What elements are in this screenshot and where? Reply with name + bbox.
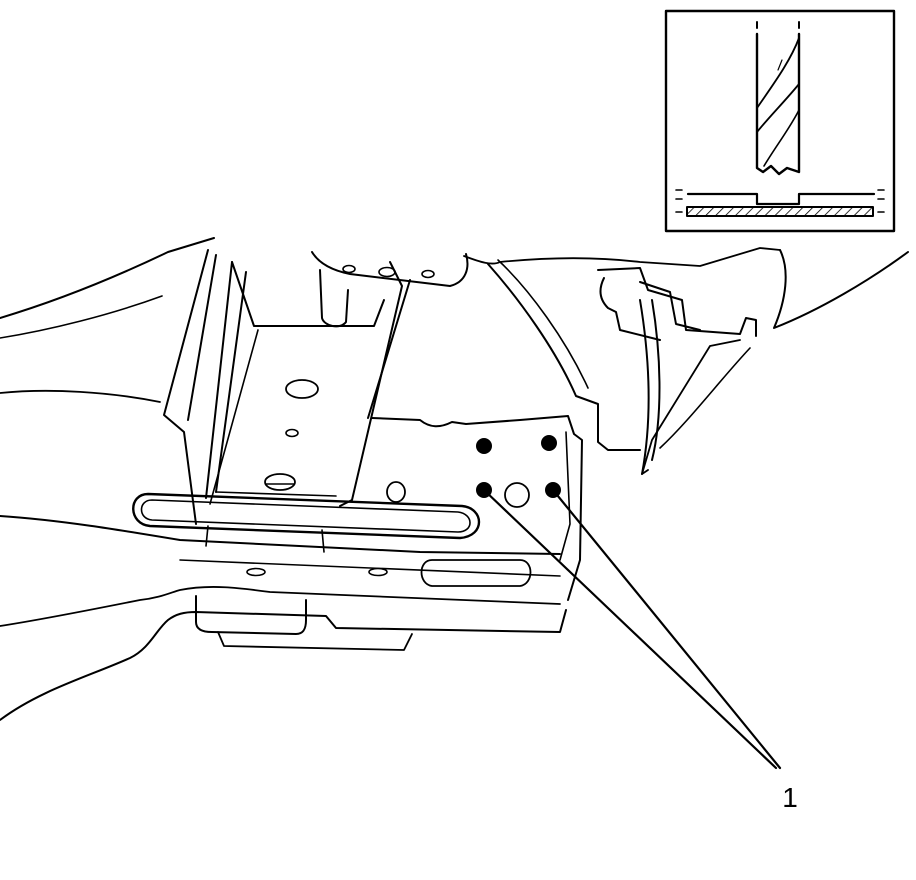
hinge-bracket: [597, 267, 757, 337]
spot-welds: [476, 435, 561, 498]
channel-hole: [285, 428, 299, 438]
callout-1: 1: [482, 488, 798, 813]
lower-mount: [195, 595, 307, 635]
spot-weld: [541, 435, 557, 451]
leader-line: [482, 488, 778, 770]
drill-detail-inset: [664, 9, 896, 233]
center-rail: [339, 261, 403, 507]
upper-bracket: [311, 251, 469, 287]
wheelhouse-arch: [487, 263, 641, 451]
plate-hole: [386, 481, 406, 503]
callout-label: 1: [782, 782, 798, 813]
plate-hole: [504, 482, 530, 508]
inset-frame: [664, 9, 896, 233]
floor-pan: [0, 515, 561, 555]
channel-hole: [285, 379, 319, 399]
left-upper-panel: [0, 237, 215, 319]
floor-slot: [420, 559, 532, 587]
vehicle-body-structure: [0, 237, 909, 721]
rocker-bar: [132, 492, 480, 540]
leader-line: [551, 488, 782, 770]
drill-bit-icon: [755, 21, 801, 176]
channel-hole: [264, 473, 296, 491]
reinforcement-plate: [371, 415, 583, 601]
panel-cross-section: [675, 189, 885, 217]
spot-weld: [476, 438, 492, 454]
vertical-channel: [163, 249, 209, 525]
